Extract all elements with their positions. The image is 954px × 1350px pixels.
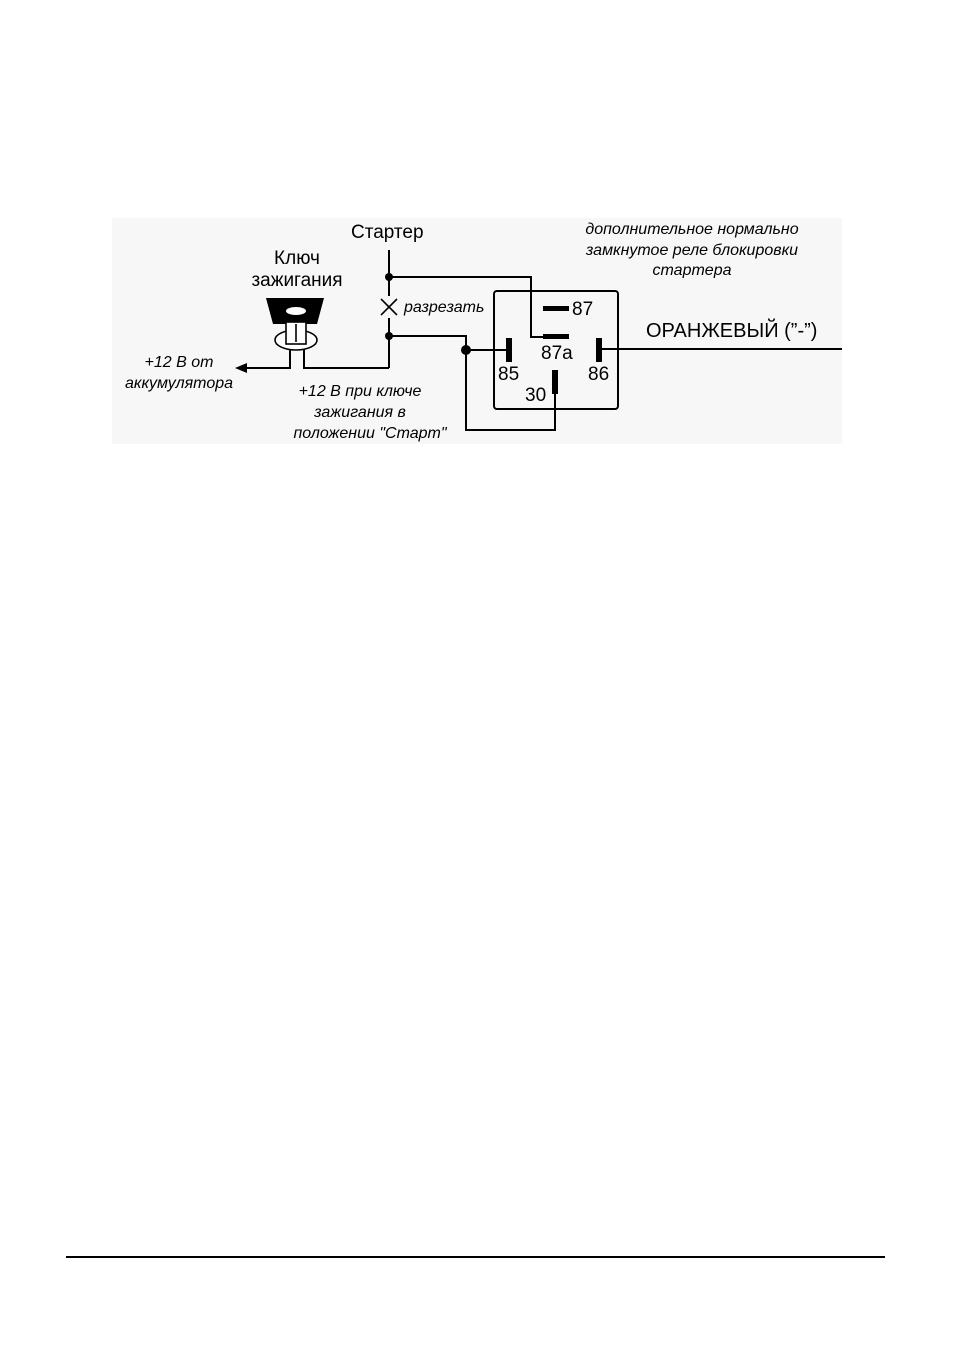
battery-label-line2: аккумулятора: [106, 376, 252, 392]
contact-30: [552, 370, 558, 394]
pin-87a-label: 87a: [541, 344, 573, 363]
relay-caption-line1: дополнительное нормально: [548, 222, 836, 238]
contact-87a: [543, 334, 569, 339]
wire-to-85: [389, 336, 509, 350]
start-position-label-line1: +12 В при ключе: [272, 384, 448, 400]
relay-caption-line2: замкнутое реле блокировки: [548, 243, 836, 259]
contact-87: [543, 306, 569, 311]
pin-30-label: 30: [525, 386, 546, 405]
cut-label: разрезать: [404, 300, 484, 316]
wire-ignition-output: [304, 346, 389, 368]
junction-dot: [385, 332, 393, 340]
orange-wire-label: ОРАНЖЕВЫЙ (”-”): [646, 321, 817, 341]
contact-86: [596, 338, 602, 362]
pin-86-label: 86: [588, 365, 609, 384]
starter-label: Стартер: [351, 223, 424, 242]
ignition-key-label-line1: Ключ: [240, 249, 354, 268]
wire-battery: [246, 346, 290, 368]
battery-label-line1: +12 В от: [112, 355, 246, 371]
junction-dot: [461, 345, 471, 355]
relay-caption-line3: стартера: [548, 263, 836, 278]
junction-dot: [385, 273, 393, 281]
contact-85: [506, 338, 512, 362]
pin-85-label: 85: [498, 365, 519, 384]
start-position-label-line3: положении "Старт": [272, 426, 468, 442]
ignition-key-label-line2: зажигания: [240, 271, 354, 290]
ignition-switch-icon: [266, 298, 324, 350]
pin-87-label: 87: [572, 300, 593, 319]
start-position-label-line2: зажигания в: [272, 405, 448, 421]
cut-mark-icon: [381, 299, 397, 315]
